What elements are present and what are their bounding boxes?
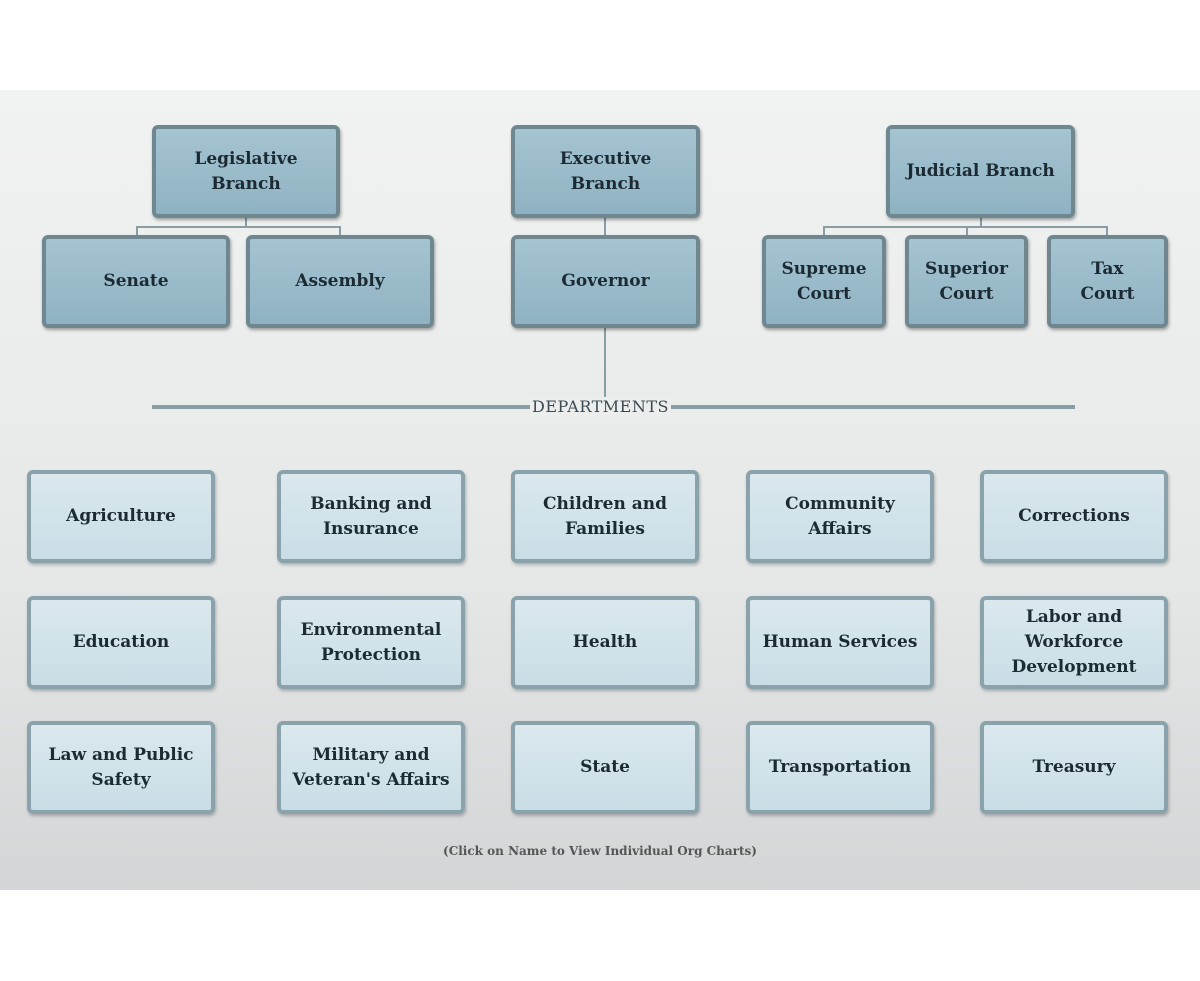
footer-instruction: (Click on Name to View Individual Org Ch… [443, 844, 757, 858]
department-box-environmental-protection[interactable]: Environmental Protection [277, 596, 465, 689]
department-box-banking-and-insurance[interactable]: Banking and Insurance [277, 470, 465, 563]
connector [966, 226, 968, 235]
connector [136, 226, 341, 228]
governor-box[interactable]: Governor [511, 235, 700, 328]
governor-connector [604, 328, 606, 406]
legislative-branch-box[interactable]: Legislative Branch [152, 125, 340, 218]
department-box-corrections[interactable]: Corrections [980, 470, 1168, 563]
department-box-community-affairs[interactable]: Community Affairs [746, 470, 934, 563]
department-box-treasury[interactable]: Treasury [980, 721, 1168, 814]
connector [1106, 226, 1108, 235]
department-box-labor-and-workforce-development[interactable]: Labor and Workforce Development [980, 596, 1168, 689]
supreme-court-box[interactable]: Supreme Court [762, 235, 886, 328]
assembly-box[interactable]: Assembly [246, 235, 434, 328]
department-box-education[interactable]: Education [27, 596, 215, 689]
connector [823, 226, 825, 235]
department-box-law-and-public-safety[interactable]: Law and Public Safety [27, 721, 215, 814]
connector [136, 226, 138, 235]
department-box-transportation[interactable]: Transportation [746, 721, 934, 814]
department-box-military-and-veteran-s-affairs[interactable]: Military and Veteran's Affairs [277, 721, 465, 814]
connector [980, 218, 982, 226]
departments-label: DEPARTMENTS [530, 397, 671, 416]
tax-court-box[interactable]: Tax Court [1047, 235, 1168, 328]
connector [604, 218, 606, 235]
executive-branch-box[interactable]: Executive Branch [511, 125, 700, 218]
connector [339, 226, 341, 235]
connector [823, 226, 1107, 228]
superior-court-box[interactable]: Superior Court [905, 235, 1028, 328]
department-box-human-services[interactable]: Human Services [746, 596, 934, 689]
department-box-health[interactable]: Health [511, 596, 699, 689]
department-box-agriculture[interactable]: Agriculture [27, 470, 215, 563]
connector [245, 218, 247, 226]
senate-box[interactable]: Senate [42, 235, 230, 328]
judicial-branch-box[interactable]: Judicial Branch [886, 125, 1075, 218]
department-box-state[interactable]: State [511, 721, 699, 814]
department-box-children-and-families[interactable]: Children and Families [511, 470, 699, 563]
